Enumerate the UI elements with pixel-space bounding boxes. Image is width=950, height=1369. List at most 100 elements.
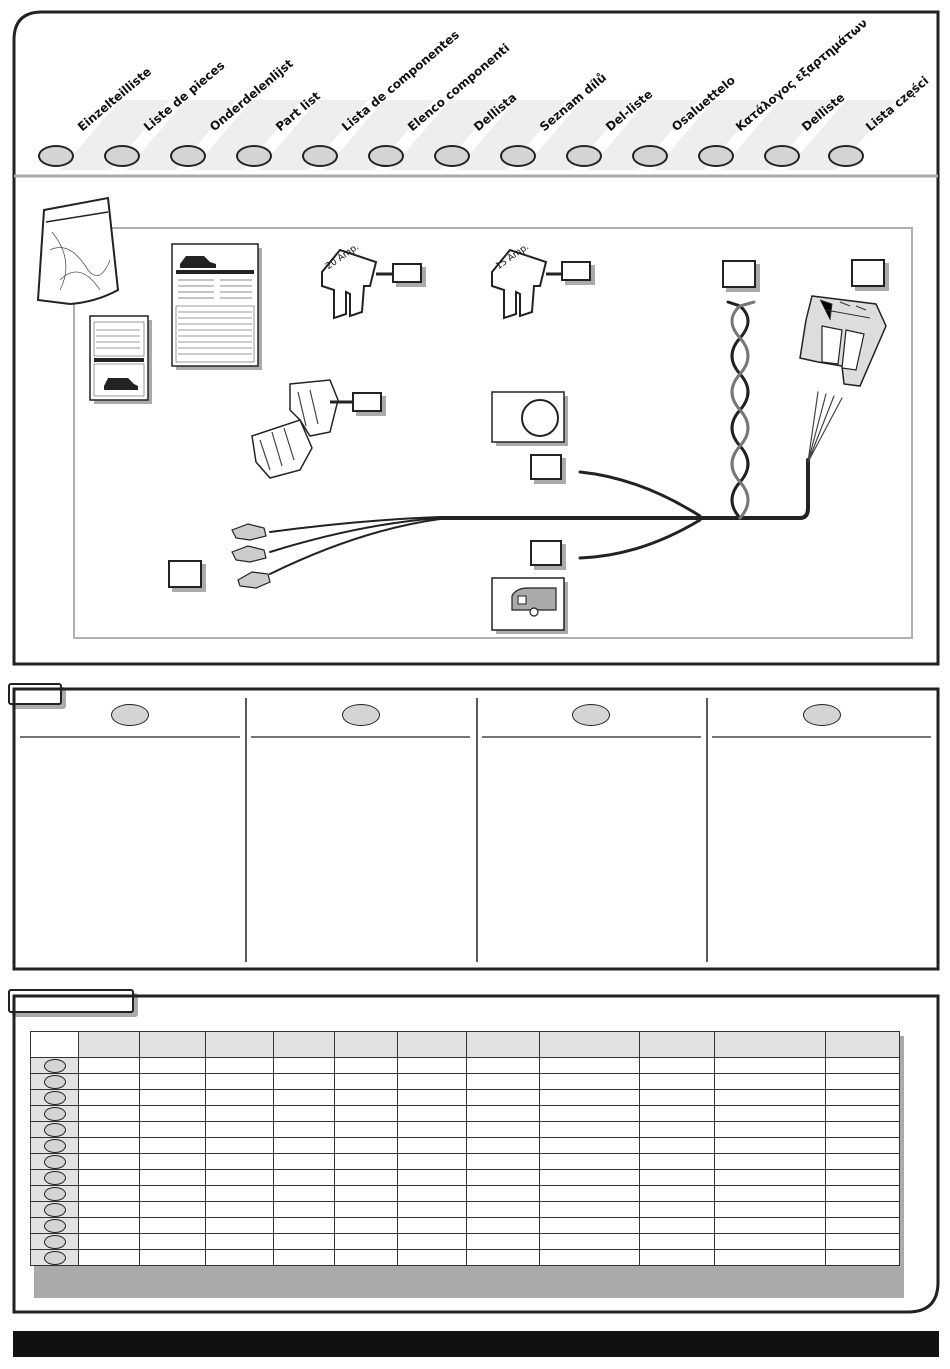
language-oval [500,145,536,167]
table-header-cell [714,1031,826,1058]
table-cell [138,1137,206,1154]
table-cell [204,1153,274,1170]
table-cell [77,1233,140,1250]
table-cell [825,1233,900,1250]
table-cell [333,1201,398,1218]
table-cell [714,1169,826,1186]
table-header-cell [639,1031,716,1058]
table-cell [714,1233,826,1250]
table-cell [77,1137,140,1154]
row-oval [44,1091,66,1105]
table-row [30,1089,900,1106]
table-cell [77,1073,140,1090]
table-header-cell [825,1031,900,1058]
table-cell [714,1073,826,1090]
table-cell [539,1105,641,1122]
table-row-marker-cell [30,1169,79,1186]
table-cell [333,1153,398,1170]
table-cell [333,1217,398,1234]
table-corner-cell [30,1031,79,1058]
table-cell [396,1217,468,1234]
table-cell [639,1073,716,1090]
table-row [30,1233,900,1250]
table-cell [639,1121,716,1138]
column-oval-1 [111,704,149,726]
table-row [30,1217,900,1234]
column-oval-2 [342,704,380,726]
row-oval [44,1171,66,1185]
table-cell [466,1185,541,1202]
table-cell [714,1201,826,1218]
table-cell [639,1233,716,1250]
callout-box-fuse-20a [392,263,422,283]
table-cell [825,1121,900,1138]
table-cell [396,1249,468,1266]
table-cell [138,1089,206,1106]
callout-box-fuse-15a [561,261,591,281]
language-oval [566,145,602,167]
table-cell [639,1201,716,1218]
socket-diagram-icon [491,391,568,446]
table-row-marker-cell [30,1217,79,1234]
table-row-marker-cell [30,1201,79,1218]
table-cell [77,1089,140,1106]
columns-frame [12,687,940,971]
table-cell [825,1201,900,1218]
table-row [30,1137,900,1154]
table-cell [272,1073,335,1090]
table-cell [825,1249,900,1266]
table-cell [639,1057,716,1074]
table-cell [714,1089,826,1106]
table-row-marker-cell [30,1089,79,1106]
table-cell [272,1137,335,1154]
table-cell [333,1233,398,1250]
table-cell [272,1153,335,1170]
language-oval [368,145,404,167]
table-row [30,1105,900,1122]
row-oval [44,1219,66,1233]
instruction-sheet-large-icon [171,243,262,370]
table-cell [272,1121,335,1138]
table-cell [396,1121,468,1138]
table-cell [466,1137,541,1154]
table-row [30,1185,900,1202]
plastic-bag-icon [36,196,120,306]
cross-reference-table [30,1031,900,1266]
table-row-marker-cell [30,1121,79,1138]
fuse-20a-icon [321,248,392,320]
row-oval [44,1203,66,1217]
table-header-row [30,1031,900,1058]
table-row-marker-cell [30,1153,79,1170]
language-oval [698,145,734,167]
callout-box-wire-1 [530,454,562,480]
table-cell [466,1249,541,1266]
table-frame [12,994,940,1314]
table-cell [333,1169,398,1186]
table-row [30,1201,900,1218]
table-cell [825,1057,900,1074]
callout-box-twisted-pair [722,260,756,288]
callout-box-connector [851,259,885,287]
table-cell [138,1169,206,1186]
row-oval [44,1139,66,1153]
table-cell [396,1057,468,1074]
table-cell [396,1169,468,1186]
table-cell [714,1249,826,1266]
row-oval [44,1235,66,1249]
table-cell [204,1089,274,1106]
table-cell [639,1249,716,1266]
table-cell [825,1105,900,1122]
language-oval [764,145,800,167]
language-oval [632,145,668,167]
table-cell [204,1217,274,1234]
table-cell [639,1105,716,1122]
table-cell [539,1153,641,1170]
table-cell [204,1201,274,1218]
table-cell [138,1217,206,1234]
table-cell [272,1105,335,1122]
row-oval [44,1251,66,1265]
table-cell [639,1169,716,1186]
table-header-cell [539,1031,641,1058]
row-oval [44,1123,66,1137]
table-cell [333,1185,398,1202]
